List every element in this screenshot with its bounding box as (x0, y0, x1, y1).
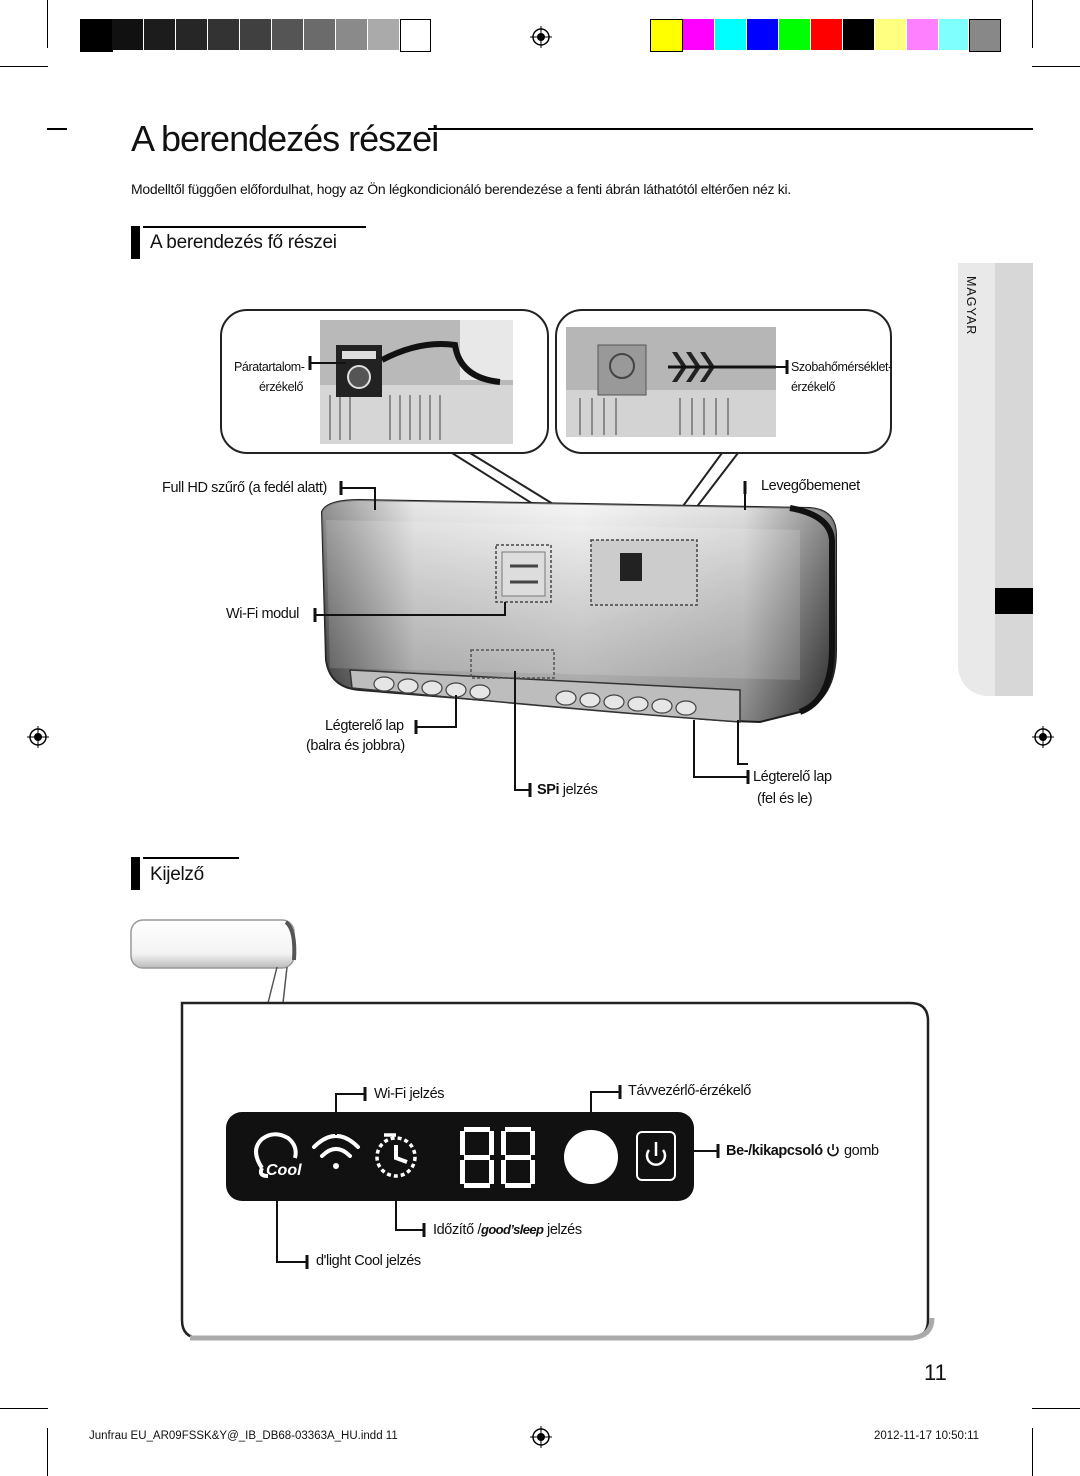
wifi-module-outline (495, 544, 552, 603)
svg-text:Cool: Cool (266, 1162, 302, 1179)
swatch (969, 19, 1001, 52)
registration-mark-icon (530, 26, 552, 48)
language-tab-marker (995, 588, 1033, 614)
swatch (715, 19, 746, 50)
power-button[interactable] (636, 1131, 676, 1181)
crop-mark (47, 1428, 48, 1476)
footer-timestamp: 2012-11-17 10:50:11 (874, 1430, 980, 1442)
label-spi-rest: jelzés (559, 782, 598, 798)
spi-window (470, 649, 555, 679)
swatch (907, 19, 938, 50)
crop-mark (1032, 1428, 1033, 1476)
label-dlight-cool: d'light Cool jelzés (316, 1253, 421, 1269)
label-room-temp-sensor-2: érzékelő (791, 380, 836, 394)
section-title-main-parts: A berendezés fő részei (150, 232, 337, 253)
swatch (779, 19, 810, 50)
swatch (80, 19, 113, 52)
label-air-inlet: Levegőbemenet (761, 478, 860, 494)
language-tab (958, 263, 995, 696)
swatch (336, 19, 367, 50)
intro-text: Modelltől függően előfordulhat, hogy az … (131, 181, 791, 197)
label-wifi-indicator: Wi-Fi jelzés (374, 1086, 445, 1102)
swatch (843, 19, 874, 50)
label-humidity-sensor-2: érzékelő (259, 380, 304, 394)
label-timer: Időzítő /good’sleep jelzés (433, 1222, 582, 1238)
page-number: 11 (924, 1360, 947, 1385)
wifi-indicator-icon (312, 1134, 360, 1169)
label-timer-suffix: jelzés (543, 1222, 582, 1238)
label-wifi-module: Wi-Fi modul (226, 606, 299, 622)
label-timer-brand: good’sleep (481, 1222, 544, 1237)
label-blade-left-right-2: (balra és jobbra) (306, 738, 405, 754)
crop-mark (0, 1408, 48, 1409)
registration-mark-icon (1032, 726, 1054, 748)
label-blade-up-down: Légterelő lap (753, 769, 832, 785)
swatch (304, 19, 335, 50)
mini-unit (130, 919, 295, 969)
swatch (683, 19, 714, 50)
swatch (208, 19, 239, 50)
crop-mark (1032, 0, 1033, 48)
title-dash (47, 128, 67, 130)
label-timer-prefix: Időzítő / (433, 1222, 481, 1238)
section-bar (131, 226, 140, 259)
label-power-button: Be-/kikapcsoló gomb (726, 1143, 879, 1159)
swatch (650, 19, 683, 52)
swatch (240, 19, 271, 50)
label-filter: Full HD szűrő (a fedél alatt) (162, 480, 327, 496)
display-diagram: Cool (130, 919, 935, 1341)
swatch (747, 19, 778, 50)
section-rule (143, 226, 366, 228)
label-spi-bold: SPi (537, 782, 560, 798)
title-rule (428, 128, 1033, 130)
registration-mark-icon (530, 1426, 552, 1448)
page-title: A berendezés részei (131, 118, 439, 159)
section-bar (131, 857, 140, 890)
label-blade-up-down-2: (fel és le) (757, 791, 813, 807)
power-icon (827, 1144, 840, 1157)
label-spi: SPi jelzés (537, 782, 598, 798)
section-rule (143, 857, 239, 859)
registration-mark-icon (27, 726, 49, 748)
crop-mark (47, 0, 48, 48)
unit-diagram (220, 309, 892, 797)
crop-mark (0, 66, 48, 67)
footer-file: Junfrau EU_AR09FSSK&Y@_IB_DB68-03363A_HU… (89, 1430, 398, 1442)
swatch (939, 19, 968, 50)
label-power-bold: Be-/kikapcsoló (726, 1143, 823, 1159)
crop-mark (1032, 66, 1080, 67)
swatch (144, 19, 175, 50)
swatch (112, 19, 143, 50)
crop-mark (1032, 1408, 1080, 1409)
swatch (272, 19, 303, 50)
label-power-rest: gomb (840, 1143, 879, 1159)
remote-sensor (564, 1130, 618, 1184)
timer-icon (375, 1133, 417, 1178)
language-tab-strip (995, 263, 1033, 696)
swatch (368, 19, 399, 50)
label-remote-sensor: Távvezérlő-érzékelő (628, 1083, 751, 1099)
label-room-temp-sensor: Szobahőmérséklet- (791, 360, 892, 374)
swatch (811, 19, 842, 50)
swatch (176, 19, 207, 50)
swatch (875, 19, 906, 50)
language-label: MAGYAR (964, 276, 978, 336)
dlight-cool-icon: Cool (254, 1132, 302, 1179)
label-blade-left-right: Légterelő lap (325, 718, 404, 734)
label-humidity-sensor: Páratartalom- (234, 360, 305, 374)
section-title-display: Kijelző (150, 864, 204, 885)
swatch (400, 19, 431, 52)
seven-segment-display (460, 1127, 535, 1188)
